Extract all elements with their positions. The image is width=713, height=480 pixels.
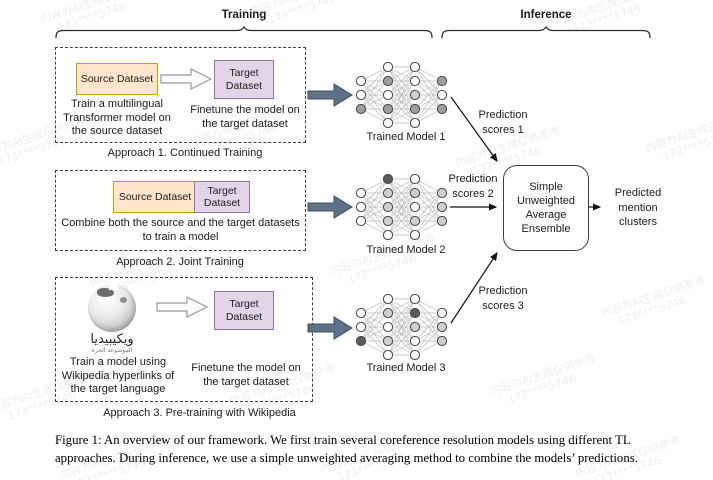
approach-2-note: Combine both the source and the target d…	[61, 217, 300, 243]
trained-model-2-network	[354, 174, 449, 240]
trained-model-1-label: Trained Model 1	[366, 131, 446, 143]
ensemble-label: Simple Unweighted Average Ensemble	[516, 181, 576, 235]
figure-caption: Figure 1: An overview of our framework. …	[55, 432, 705, 467]
approach-3-panel: ويكيبيديا الموسوعة الحرة Target Dataset …	[55, 277, 313, 402]
approach-3-right-note: Finetune the model on the target dataset	[191, 362, 301, 388]
trained-model-2-label: Trained Model 2	[366, 244, 446, 256]
training-brace	[55, 26, 433, 39]
prediction-scores-3-label: Prediction scores 3	[478, 285, 528, 312]
trained-model-1-network	[354, 62, 449, 128]
prediction-scores-1-label: Prediction scores 1	[478, 109, 528, 136]
ensemble-box: Simple Unweighted Average Ensemble	[503, 165, 589, 251]
joint-target-dataset-box: Target Dataset	[194, 181, 250, 213]
approach-1-panel: Source Dataset Target Dataset Train a mu…	[55, 47, 306, 143]
white-arrow-icon	[156, 296, 208, 318]
block-arrow-icon	[307, 83, 353, 107]
globe-mark	[120, 297, 127, 303]
caption-line-2: approaches. During inference, we use a s…	[55, 450, 638, 465]
inference-section-label: Inference	[520, 9, 572, 21]
globe-notch	[109, 283, 118, 290]
wikipedia-subtitle: الموسوعة الحرة	[91, 347, 133, 354]
approach-2-label: Approach 2. Joint Training	[116, 256, 244, 268]
joint-source-dataset-box: Source Dataset	[113, 181, 197, 213]
wikipedia-globe-icon	[88, 283, 136, 332]
source-dataset-box: Source Dataset	[76, 63, 158, 95]
trained-model-3-network	[354, 294, 449, 360]
approach-3-left-note: Train a model using Wikipedia hyperlinks…	[61, 356, 175, 395]
training-section-label: Training	[221, 9, 267, 21]
trained-model-3-label: Trained Model 3	[366, 362, 446, 374]
approach-3-label: Approach 3. Pre-training with Wikipedia	[103, 407, 296, 419]
globe-mark	[97, 288, 114, 297]
approach-1-left-note: Train a multilingual Transformer model o…	[63, 98, 171, 137]
approach-1-label: Approach 1. Continued Training	[107, 147, 263, 159]
approach-1-right-note: Finetune the model on the target dataset	[190, 104, 300, 130]
wikipedia-title: ويكيبيديا	[90, 332, 134, 347]
prediction-scores-2-label: Prediction scores 2	[448, 173, 498, 200]
white-arrow-icon	[160, 68, 212, 90]
target-dataset-box: Target Dataset	[214, 60, 274, 99]
inference-brace	[441, 26, 651, 39]
block-arrow-icon	[307, 195, 353, 219]
caption-line-1: Figure 1: An overview of our framework. …	[55, 433, 631, 447]
approach-2-panel: Source Dataset Target Dataset Combine bo…	[55, 170, 306, 251]
predicted-clusters-label: Predicted mention clusters	[614, 187, 662, 228]
target-dataset-box: Target Dataset	[214, 291, 274, 330]
wikipedia-logo: ويكيبيديا الموسوعة الحرة	[84, 283, 140, 354]
block-arrow-icon	[307, 316, 353, 340]
